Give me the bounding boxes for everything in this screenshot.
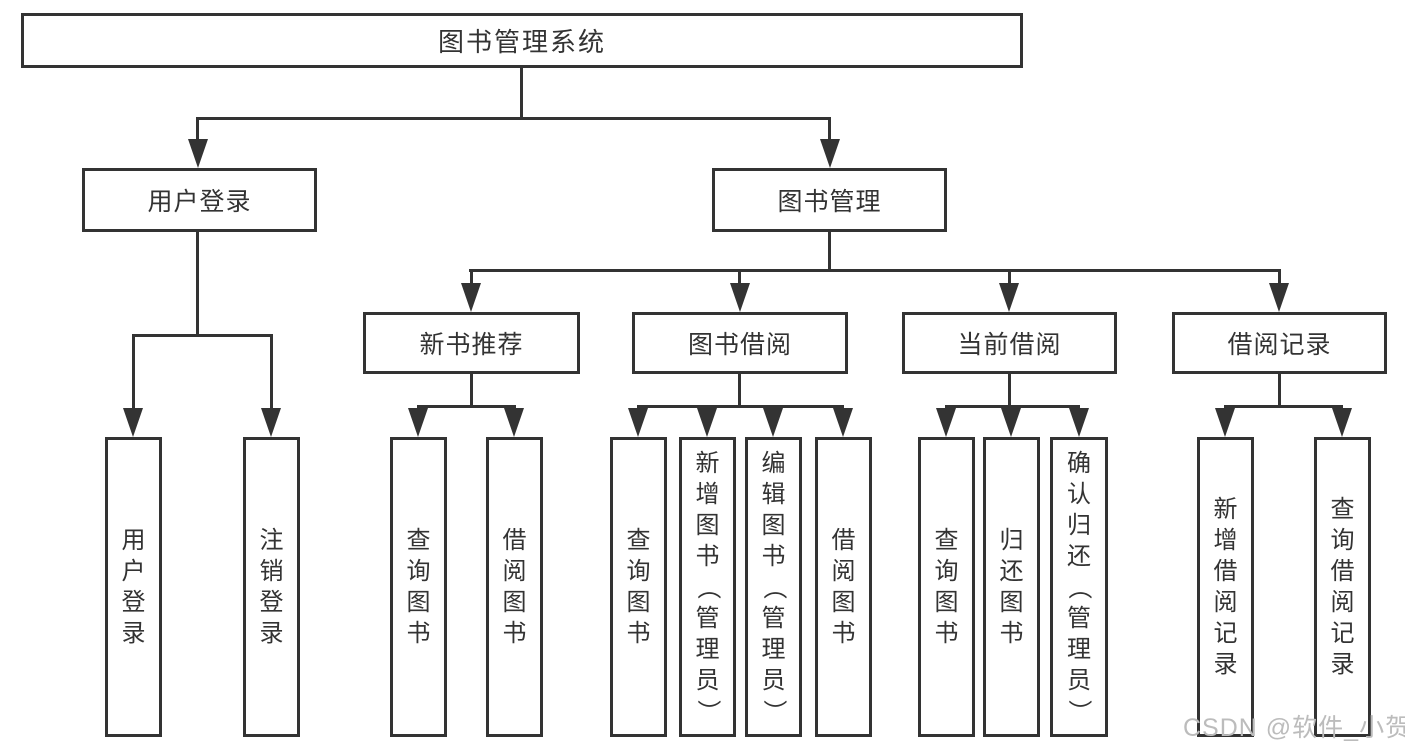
arrow-down-icon xyxy=(1215,408,1235,437)
arrow-down-icon xyxy=(461,283,481,312)
arrow-down-icon xyxy=(1269,283,1289,312)
leaf-edit-book-admin-label: 编辑图书（管理员） xyxy=(760,449,787,724)
node-current-borrowing: 当前借阅 xyxy=(902,312,1117,374)
arrow-down-icon xyxy=(999,283,1019,312)
watermark: CSDN @软件_小贺同学 xyxy=(1183,714,1405,742)
arrow-down-icon xyxy=(504,408,524,437)
leaf-confirm-return-admin: 确认归还（管理员） xyxy=(1050,437,1108,737)
leaf-borrow-books-borrowing: 借阅图书 xyxy=(815,437,872,737)
node-user-login: 用户登录 xyxy=(82,168,317,232)
connector-line xyxy=(828,232,831,271)
leaf-query-books-recommend: 查询图书 xyxy=(390,437,447,737)
node-root: 图书管理系统 xyxy=(21,13,1023,68)
connector-line xyxy=(469,269,1281,272)
connector-line xyxy=(270,334,273,410)
leaf-add-borrow-record-label: 新增借阅记录 xyxy=(1213,496,1238,678)
node-root-label: 图书管理系统 xyxy=(437,27,606,57)
leaf-add-borrow-record: 新增借阅记录 xyxy=(1197,437,1254,737)
node-user-login-label: 用户登录 xyxy=(147,188,252,216)
connector-line xyxy=(132,334,135,410)
arrow-down-icon xyxy=(820,139,840,168)
leaf-return-book-label: 归还图书 xyxy=(999,527,1024,647)
leaf-add-book-admin: 新增图书（管理员） xyxy=(679,437,736,737)
connector-line xyxy=(470,269,473,285)
arrow-down-icon xyxy=(1069,408,1089,437)
connector-line xyxy=(738,269,741,285)
leaf-user-login-label: 用户登录 xyxy=(121,527,146,647)
connector-line xyxy=(1008,269,1011,285)
connector-line xyxy=(828,117,831,141)
arrow-down-icon xyxy=(730,283,750,312)
connector-line xyxy=(1278,269,1281,285)
leaf-query-borrow-record-label: 查询借阅记录 xyxy=(1330,496,1355,678)
leaf-query-borrow-record: 查询借阅记录 xyxy=(1314,437,1371,737)
arrow-down-icon xyxy=(936,408,956,437)
leaf-borrow-books-borrowing-label: 借阅图书 xyxy=(831,527,856,647)
connector-line xyxy=(738,374,741,407)
connector-line xyxy=(470,374,473,407)
arrow-down-icon xyxy=(123,408,143,437)
connector-line xyxy=(196,117,199,141)
node-book-borrowing-label: 图书借阅 xyxy=(687,331,792,359)
connector-line xyxy=(637,405,844,408)
arrow-down-icon xyxy=(1001,408,1021,437)
leaf-confirm-return-admin-label: 确认归还（管理员） xyxy=(1065,449,1093,724)
leaf-borrow-books-recommend-label: 借阅图书 xyxy=(502,527,527,647)
connector-line xyxy=(196,232,199,336)
leaf-query-books-borrowing: 查询图书 xyxy=(610,437,667,737)
arrow-down-icon xyxy=(1332,408,1352,437)
leaf-logout-label: 注销登录 xyxy=(259,527,284,647)
arrow-down-icon xyxy=(261,408,281,437)
leaf-add-book-admin-label: 新增图书（管理员） xyxy=(694,449,721,724)
node-new-book-recommend: 新书推荐 xyxy=(363,312,580,374)
connector-line xyxy=(1278,374,1281,407)
connector-line xyxy=(417,405,516,408)
leaf-edit-book-admin: 编辑图书（管理员） xyxy=(745,437,802,737)
node-book-management: 图书管理 xyxy=(712,168,947,232)
node-new-book-recommend-label: 新书推荐 xyxy=(419,331,524,359)
connector-line xyxy=(196,117,831,120)
arrow-down-icon xyxy=(697,408,717,437)
node-book-borrowing: 图书借阅 xyxy=(632,312,848,374)
node-current-borrowing-label: 当前借阅 xyxy=(957,331,1062,359)
node-book-management-label: 图书管理 xyxy=(777,188,882,216)
connector-line xyxy=(1224,405,1343,408)
leaf-logout: 注销登录 xyxy=(243,437,300,737)
leaf-return-book: 归还图书 xyxy=(983,437,1040,737)
arrow-down-icon xyxy=(188,139,208,168)
connector-line xyxy=(945,405,1080,408)
connector-line xyxy=(1008,374,1011,407)
arrow-down-icon xyxy=(408,408,428,437)
node-borrowing-records-label: 借阅记录 xyxy=(1227,331,1332,359)
arrow-down-icon xyxy=(763,408,783,437)
leaf-user-login: 用户登录 xyxy=(105,437,162,737)
leaf-query-books-current: 查询图书 xyxy=(918,437,975,737)
leaf-query-books-recommend-label: 查询图书 xyxy=(406,527,431,647)
node-borrowing-records: 借阅记录 xyxy=(1172,312,1387,374)
connector-line xyxy=(520,68,523,119)
leaf-query-books-borrowing-label: 查询图书 xyxy=(626,527,651,647)
leaf-query-books-current-label: 查询图书 xyxy=(934,527,959,647)
arrow-down-icon xyxy=(628,408,648,437)
connector-line xyxy=(132,334,273,337)
leaf-borrow-books-recommend: 借阅图书 xyxy=(486,437,543,737)
arrow-down-icon xyxy=(833,408,853,437)
